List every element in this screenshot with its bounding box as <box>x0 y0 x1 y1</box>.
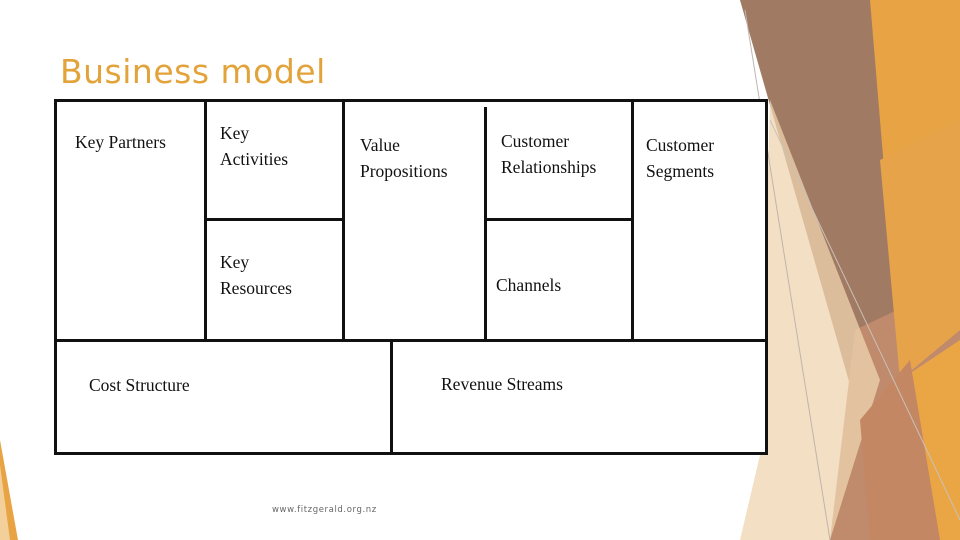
customer-relationships-label: Customer Relationships <box>501 128 596 180</box>
divider-line <box>390 342 393 452</box>
channels-label: Channels <box>496 272 561 298</box>
footer-url: www.fitzgerald.org.nz <box>272 505 377 515</box>
divider-line <box>631 102 634 339</box>
revenue-streams-label: Revenue Streams <box>441 371 563 397</box>
divider-line <box>487 218 631 221</box>
divider-line <box>342 102 345 339</box>
customer-segments-label: Customer Segments <box>646 132 714 184</box>
business-model-canvas: Key Partners Key Activities Value Propos… <box>54 99 768 455</box>
divider-line <box>207 218 342 221</box>
value-propositions-label: Value Propositions <box>360 132 448 184</box>
key-activities-label: Key Activities <box>220 120 288 172</box>
cost-structure-label: Cost Structure <box>89 372 190 398</box>
slide-title: Business model <box>60 52 326 91</box>
key-resources-label: Key Resources <box>220 249 292 301</box>
divider-line <box>484 107 487 339</box>
divider-line <box>57 339 765 342</box>
key-partners-label: Key Partners <box>75 129 166 155</box>
